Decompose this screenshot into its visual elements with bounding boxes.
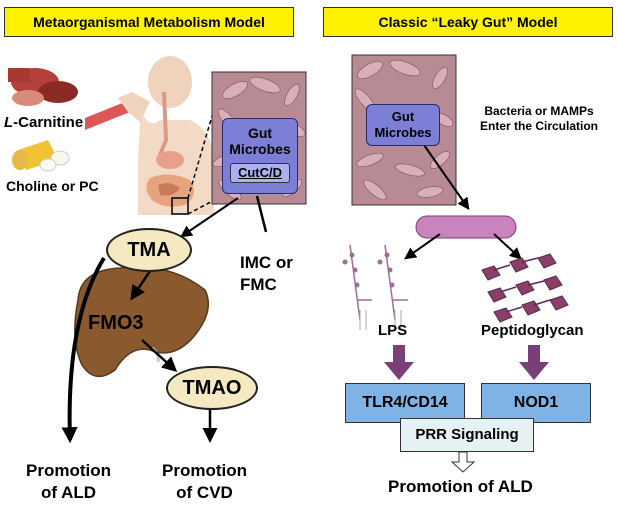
peptidoglycan-label: Peptidoglycan <box>481 322 584 339</box>
arrow-cutcd-to-tma <box>180 197 239 238</box>
right-gut-microbes-label: Gut Microbes <box>374 109 432 140</box>
left-gut-microbes-box: Gut Microbes CutC/D <box>222 118 298 194</box>
promotion-cvd-label: Promotion of CVD <box>162 461 247 502</box>
left-model-title: Metaorganismal Metabolism Model <box>4 7 294 37</box>
promotion-ald-left: Promotion of ALD <box>26 461 111 502</box>
imc-inhibitor-line <box>255 195 268 233</box>
imc-fmc-label: IMC or FMC <box>240 253 293 294</box>
lps-structure <box>342 244 408 330</box>
bacteria-mamps-label: Bacteria or MAMPs Enter the Circulation <box>479 104 598 133</box>
fmo3-label: FMO3 <box>88 312 144 334</box>
tlr4-cd14-box: TLR4/CD14 <box>345 383 465 423</box>
intestine-zoom-box <box>171 197 189 215</box>
tmao-ellipse: TMAO <box>166 366 258 410</box>
nod1-box: NOD1 <box>481 383 591 423</box>
prr-signaling-box: PRR Signaling <box>400 418 534 452</box>
left-gut-microbes-label: Gut Microbes <box>229 125 291 157</box>
tmao-label: TMAO <box>182 377 242 399</box>
arrow-fmo3-to-tmao <box>141 339 178 373</box>
tma-ellipse: TMA <box>106 228 192 272</box>
human-figure <box>118 56 214 215</box>
choline-label: Choline or PC <box>6 178 99 194</box>
right-gut-microbes-box: Gut Microbes <box>366 104 440 146</box>
tma-label: TMA <box>127 239 171 261</box>
lps-label: LPS <box>378 322 408 339</box>
cutcd-box: CutC/D <box>230 163 290 183</box>
bacterium-rod <box>415 215 517 239</box>
peptidoglycan-structure <box>481 253 569 323</box>
cheese-egg-image <box>12 140 70 172</box>
arrow-microbes-to-bacterium <box>423 144 470 210</box>
promotion-ald-right: Promotion of ALD <box>388 477 533 496</box>
meat-image <box>8 68 78 106</box>
arrow-tma-to-ald <box>61 256 106 444</box>
arrow-pg-to-nod1 <box>519 345 549 380</box>
carnitine-label: L-Carnitine <box>4 114 84 131</box>
arrow-lps-to-tlr <box>384 345 414 380</box>
right-model-title: Classic “Leaky Gut” Model <box>323 7 613 37</box>
cutcd-label: CutC/D <box>237 165 283 180</box>
arrow-prr-to-ald <box>450 451 476 473</box>
arrow-tma-to-fmo3 <box>130 267 154 301</box>
